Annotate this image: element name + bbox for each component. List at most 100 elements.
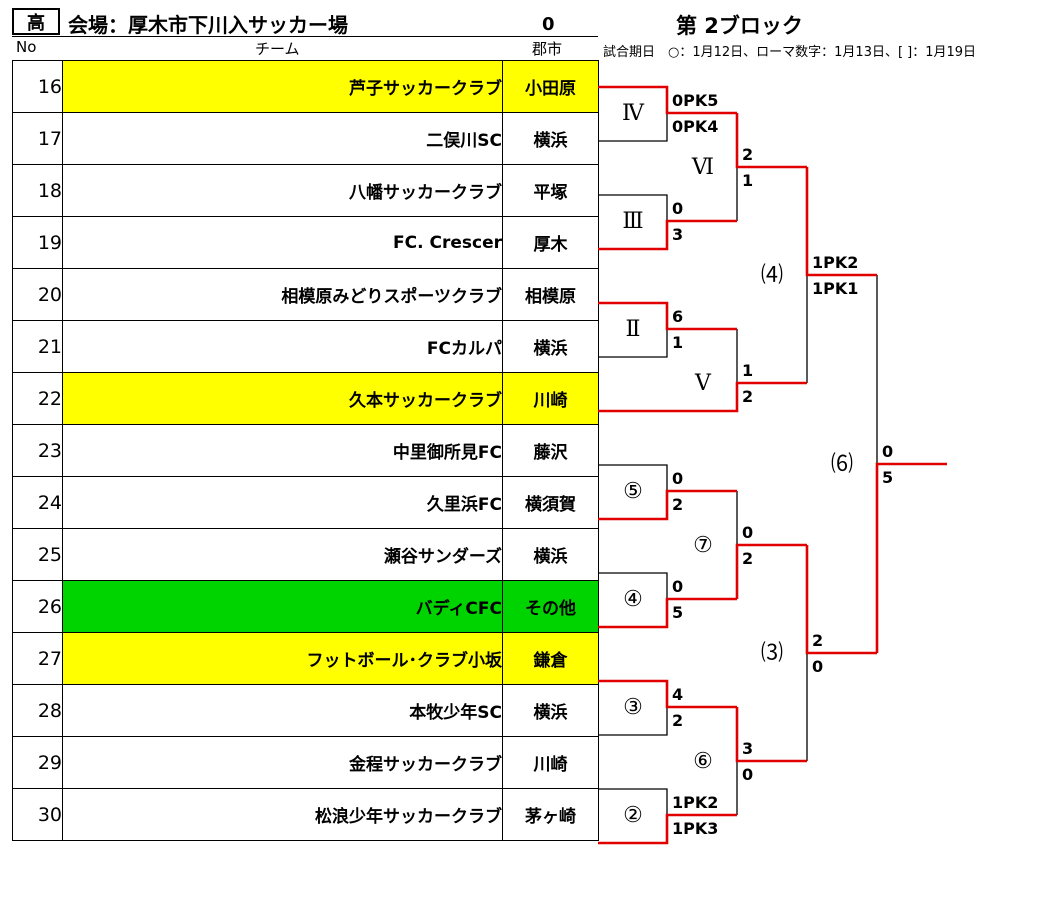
bracket-line-20: [598, 301, 737, 331]
bracket-line-p3-top: [805, 545, 877, 655]
score-p6-top: 0: [882, 442, 894, 461]
match-label-c4: ④: [623, 587, 643, 612]
match-date-note: 試合期日 ○：1月12日、ローマ数字：1月13日、[ ]：1月19日: [603, 45, 977, 60]
team-city: 横浜: [502, 684, 599, 737]
bracket-line-26: [598, 597, 737, 629]
team-number: 30: [12, 788, 63, 841]
match-label-III: Ⅲ: [622, 209, 644, 234]
score-VI-bottom: 1: [742, 171, 754, 190]
column-header-team: チーム: [255, 40, 300, 58]
venue-title: 会場：厚木市下川入サッカー場: [68, 13, 348, 37]
match-label-IV: Ⅳ: [622, 101, 644, 126]
team-number: 17: [12, 112, 63, 165]
team-name: バディCFC: [62, 580, 503, 633]
score-c2-top: 1PK2: [672, 793, 719, 812]
score-V-bottom: 2: [742, 387, 754, 406]
team-city: 茅ヶ崎: [502, 788, 599, 841]
team-name: 芦子サッカークラブ: [62, 60, 503, 113]
score-c4-bottom: 5: [672, 603, 684, 622]
score-p3-bottom: 0: [812, 657, 824, 676]
column-header-no: No: [16, 38, 37, 56]
match-label-c6: ⑥: [693, 749, 713, 774]
bracket-line-22: [598, 381, 807, 413]
team-name: 久本サッカークラブ: [62, 372, 503, 425]
column-header-city: 郡市: [532, 40, 563, 58]
bracket-line-17: [598, 113, 668, 142]
bracket-line-25: [598, 572, 668, 599]
score-VI-top: 2: [742, 145, 754, 164]
team-name: 二俣川SC: [62, 112, 503, 165]
team-name: 相模原みどりスポーツクラブ: [62, 268, 503, 321]
score-c6-bottom: 0: [742, 765, 754, 784]
team-name: FC. Crescer: [62, 216, 503, 269]
team-name: 松浪少年サッカークラブ: [62, 788, 503, 841]
bracket-line-19: [598, 219, 737, 251]
team-name: 本牧少年SC: [62, 684, 503, 737]
team-name: FCカルパ: [62, 320, 503, 373]
bracket-line-vi-top: [735, 113, 807, 169]
score-c3-bottom: 2: [672, 711, 684, 730]
header-rule: [12, 36, 598, 37]
header-zero: 0: [542, 14, 555, 35]
score-IV-bottom: 0PK4: [672, 117, 719, 136]
score-c2-bottom: 1PK3: [672, 819, 719, 838]
bracket-line-30: [598, 813, 737, 845]
team-name: 瀬谷サンダーズ: [62, 528, 503, 581]
match-label-p4: ⑷: [760, 263, 784, 288]
score-III-bottom: 3: [672, 225, 684, 244]
score-p4-top: 1PK2: [812, 253, 859, 272]
score-II-bottom: 1: [672, 333, 684, 352]
team-city: 小田原: [502, 60, 599, 113]
match-label-c7: ⑦: [693, 533, 713, 558]
team-city: その他: [502, 580, 599, 633]
team-number: 23: [12, 424, 63, 477]
score-c5-top: 0: [672, 469, 684, 488]
bracket-line-21: [598, 329, 668, 358]
team-number: 29: [12, 736, 63, 789]
score-II-top: 6: [672, 307, 684, 326]
bracket-line-29: [598, 788, 668, 815]
bracket-line-final: [875, 462, 947, 653]
category-badge: 高: [12, 8, 60, 35]
match-label-c3: ③: [623, 695, 643, 720]
match-label-V: Ⅴ: [695, 371, 711, 396]
team-number: 21: [12, 320, 63, 373]
bracket-line-23: [598, 464, 668, 491]
team-number: 25: [12, 528, 63, 581]
team-name: 久里浜FC: [62, 476, 503, 529]
score-V-top: 1: [742, 361, 754, 380]
match-label-p6: ⑹: [830, 452, 854, 477]
team-city: 川崎: [502, 736, 599, 789]
team-number: 19: [12, 216, 63, 269]
score-p4-bottom: 1PK1: [812, 279, 859, 298]
bracket-line-c6-top: [735, 707, 807, 763]
score-c3-top: 4: [672, 685, 684, 704]
team-city: 鎌倉: [502, 632, 599, 685]
team-city: 厚木: [502, 216, 599, 269]
team-city: 横浜: [502, 528, 599, 581]
score-c6-top: 3: [742, 739, 754, 758]
bracket-line-24: [598, 489, 737, 521]
bracket-line-18: [598, 194, 668, 221]
team-number: 28: [12, 684, 63, 737]
team-name: 八幡サッカークラブ: [62, 164, 503, 217]
bracket-line-27: [598, 679, 737, 709]
team-city: 川崎: [502, 372, 599, 425]
team-city: 横浜: [502, 112, 599, 165]
bracket-line-p4-top: [805, 167, 877, 277]
score-c7-bottom: 2: [742, 549, 754, 568]
score-III-top: 0: [672, 199, 684, 218]
